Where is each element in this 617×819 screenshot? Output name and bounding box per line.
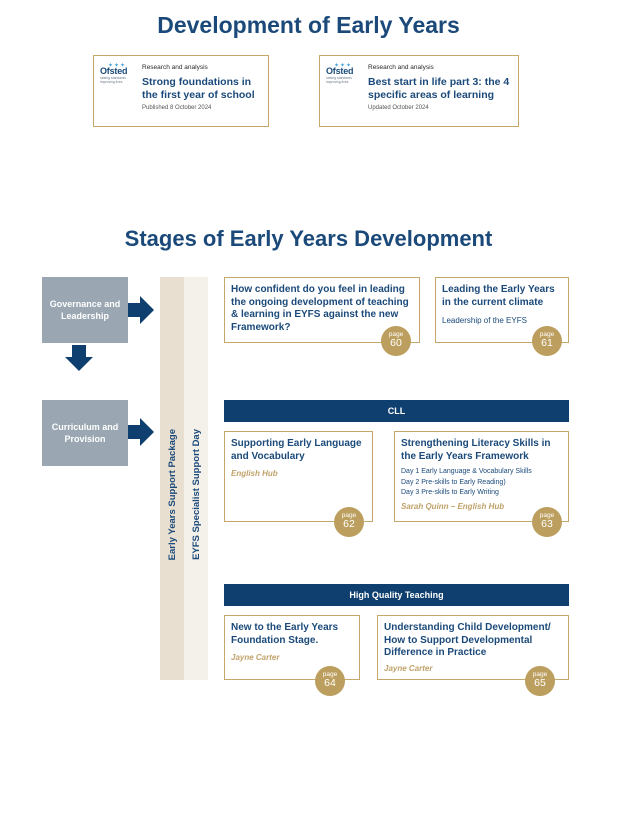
day-item: Day 2 Pre-skills to Early Reading) (401, 478, 506, 486)
publication-date: Published 8 October 2024 (142, 105, 212, 111)
page-badge: page 61 (532, 326, 562, 356)
banner-high-quality-teaching: High Quality Teaching (224, 584, 569, 606)
strip-early-years-support-package: Early Years Support Package (160, 277, 184, 680)
publication-title[interactable]: Best start in life part 3: the 4 specifi… (368, 76, 510, 101)
publication-kicker: Research and analysis (142, 64, 208, 71)
arrow-right-icon (128, 418, 154, 446)
page-badge: page 60 (381, 326, 411, 356)
page-badge: page 62 (334, 507, 364, 537)
publication-card-strong-foundations[interactable]: ✦✦✦ Ofsted raising standards improving l… (93, 55, 269, 127)
card-new-to-eyfs[interactable]: New to the Early Years Foundation Stage.… (224, 615, 360, 696)
page-title: Development of Early Years (157, 12, 460, 38)
card-leading-early-years[interactable]: Leading the Early Years in the current c… (435, 277, 569, 356)
card-understanding-child-development[interactable]: Understanding Child Development/ How to … (377, 615, 569, 696)
arrow-down-icon (65, 345, 93, 371)
card-supporting-language[interactable]: Supporting Early Language and Vocabulary… (224, 431, 373, 537)
governance-leadership-box: Governance and Leadership (42, 277, 128, 343)
page-badge: page 65 (525, 666, 555, 696)
card-confident-leading[interactable]: How confident do you feel in leading the… (224, 277, 420, 356)
publication-kicker: Research and analysis (368, 64, 434, 71)
page-badge: page 64 (315, 666, 345, 696)
banner-cll: CLL (224, 400, 569, 422)
publication-title[interactable]: Strong foundations in the first year of … (142, 76, 255, 101)
card-literacy-skills[interactable]: Strengthening Literacy Skills in the Ear… (394, 431, 569, 537)
day-item: Day 3 Pre-skills to Early Writing (401, 489, 499, 496)
publication-card-best-start[interactable]: ✦✦✦ Ofsted raising standards improving l… (319, 55, 519, 127)
strip-eyfs-specialist-support-day: EYFS Specialist Support Day (184, 277, 208, 680)
ofsted-logo: ✦✦✦ Ofsted raising standards improving l… (326, 63, 354, 84)
curriculum-provision-box: Curriculum and Provision (42, 400, 128, 466)
section-title: Stages of Early Years Development (124, 226, 493, 251)
page-badge: page 63 (532, 507, 562, 537)
arrow-right-icon (128, 296, 154, 324)
publication-date: Updated October 2024 (368, 105, 429, 111)
day-item: Day 1 Early Language & Vocabulary Skills (401, 468, 532, 475)
ofsted-logo: ✦✦✦ Ofsted raising standards improving l… (100, 63, 128, 84)
